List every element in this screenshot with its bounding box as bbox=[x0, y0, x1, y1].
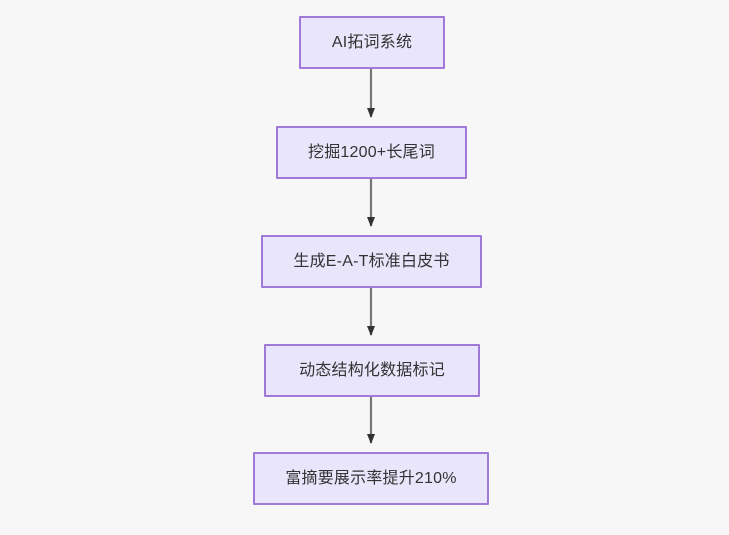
flowchart-node-label: 富摘要展示率提升210% bbox=[285, 469, 457, 487]
flowchart-node-label: AI拓词系统 bbox=[331, 33, 413, 51]
flowchart-node-structured-data-markup[interactable]: 动态结构化数据标记 bbox=[264, 344, 480, 397]
flowchart-node-ai-keyword-system[interactable]: AI拓词系统 bbox=[299, 16, 445, 69]
flowchart-node-label: 挖掘1200+长尾词 bbox=[308, 143, 435, 161]
flowchart-node-label: 动态结构化数据标记 bbox=[299, 361, 445, 379]
flowchart-node-eat-whitepaper[interactable]: 生成E-A-T标准白皮书 bbox=[261, 235, 482, 288]
flowchart-node-rich-snippet-result[interactable]: 富摘要展示率提升210% bbox=[253, 452, 489, 505]
flowchart-node-label: 生成E-A-T标准白皮书 bbox=[293, 252, 450, 270]
flowchart-node-longtail-keywords[interactable]: 挖掘1200+长尾词 bbox=[276, 126, 467, 179]
